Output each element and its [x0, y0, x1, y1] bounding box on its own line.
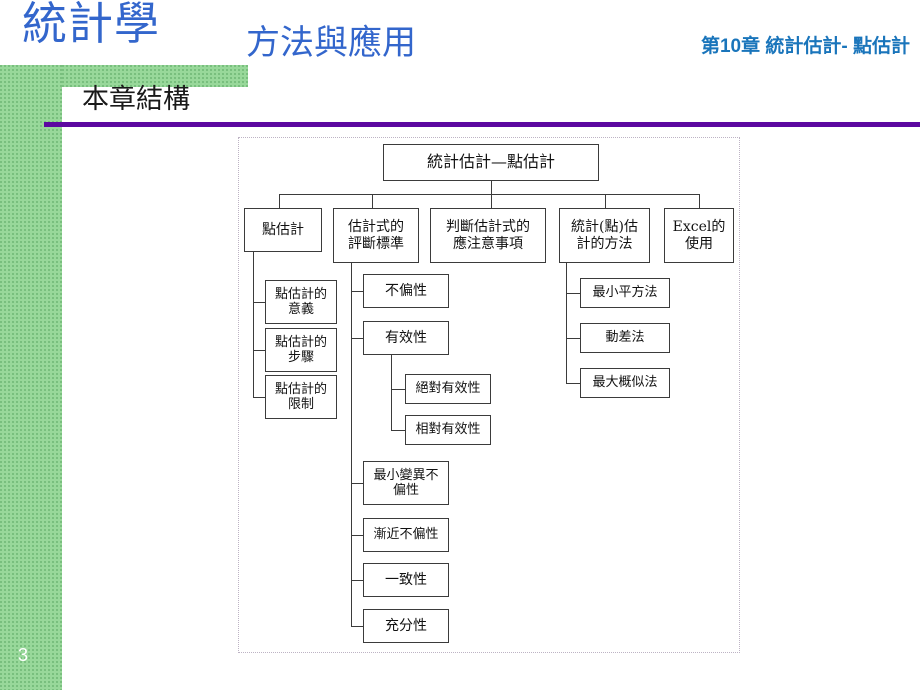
edge-connector-mt-2 [566, 383, 580, 384]
node-root: 統計估計—點估計 [383, 144, 599, 181]
edge-connector-pe-2 [253, 397, 265, 398]
edge-trunk-efficiency [391, 355, 392, 430]
node-asymptotic-unbiasedness: 漸近不偏性 [363, 518, 449, 552]
node-relative-efficiency: 相對有效性 [405, 415, 491, 445]
node-minimum-variance-unbiased: 最小變異不 偏性 [363, 461, 449, 505]
node-least-squares: 最小平方法 [580, 278, 670, 308]
edge-connector-cr-2 [351, 483, 363, 484]
edge-connector-cr-4 [351, 580, 363, 581]
edge-connector-pe-0 [253, 302, 265, 303]
edge-connector-eff-0 [391, 389, 405, 390]
node-sufficiency: 充分性 [363, 609, 449, 643]
edge-connector-cr-1 [351, 338, 363, 339]
node-pe-limits: 點估計的 限制 [265, 375, 337, 419]
node-criteria: 估計式的 評斷標準 [333, 208, 419, 263]
edge-connector-cr-3 [351, 535, 363, 536]
node-unbiasedness: 不偏性 [363, 274, 449, 308]
green-band-top-extension [62, 65, 248, 87]
edge-drop-l1-3 [605, 194, 606, 208]
node-method-of-moments: 動差法 [580, 323, 670, 353]
edge-level1-bus [279, 194, 699, 195]
edge-connector-mt-0 [566, 293, 580, 294]
edge-connector-eff-1 [391, 430, 405, 431]
node-consistency: 一致性 [363, 563, 449, 597]
edge-trunk-criteria [351, 263, 352, 626]
node-absolute-efficiency: 絕對有效性 [405, 374, 491, 404]
node-efficiency: 有效性 [363, 321, 449, 355]
edge-connector-cr-5 [351, 626, 363, 627]
edge-connector-mt-1 [566, 338, 580, 339]
edge-connector-pe-1 [253, 350, 265, 351]
edge-drop-l1-4 [699, 194, 700, 208]
presentation-title: 統計學 [22, 0, 161, 50]
node-methods: 統計(點)估 計的方法 [559, 208, 650, 263]
node-point-estimation: 點估計 [244, 208, 322, 252]
edge-drop-l1-0 [279, 194, 280, 208]
edge-trunk-point-estimation [253, 252, 254, 397]
section-heading: 本章結構 [82, 84, 190, 115]
edge-drop-l1-2 [491, 194, 492, 208]
node-maximum-likelihood: 最大概似法 [580, 368, 670, 398]
page-number: 3 [18, 645, 29, 665]
node-cautions: 判斷估計式的 應注意事項 [430, 208, 546, 263]
left-green-band [0, 65, 62, 690]
edge-connector-cr-0 [351, 291, 363, 292]
node-excel: Excel的 使用 [664, 208, 734, 263]
edge-drop-l1-1 [372, 194, 373, 208]
purple-divider-rule [44, 122, 920, 127]
white-rounded-panel [62, 87, 262, 125]
node-pe-meaning: 點估計的 意義 [265, 280, 337, 324]
node-pe-steps: 點估計的 步驟 [265, 328, 337, 372]
presentation-subtitle: 方法與應用 [246, 23, 416, 63]
chapter-label: 第10章 統計估計- 點估計 [700, 36, 910, 57]
structure-diagram: 統計估計—點估計 點估計 估計式的 評斷標準 判斷估計式的 應注意事項 統計(點… [238, 137, 740, 653]
edge-root-stem [491, 181, 492, 194]
edge-trunk-methods [566, 263, 567, 383]
